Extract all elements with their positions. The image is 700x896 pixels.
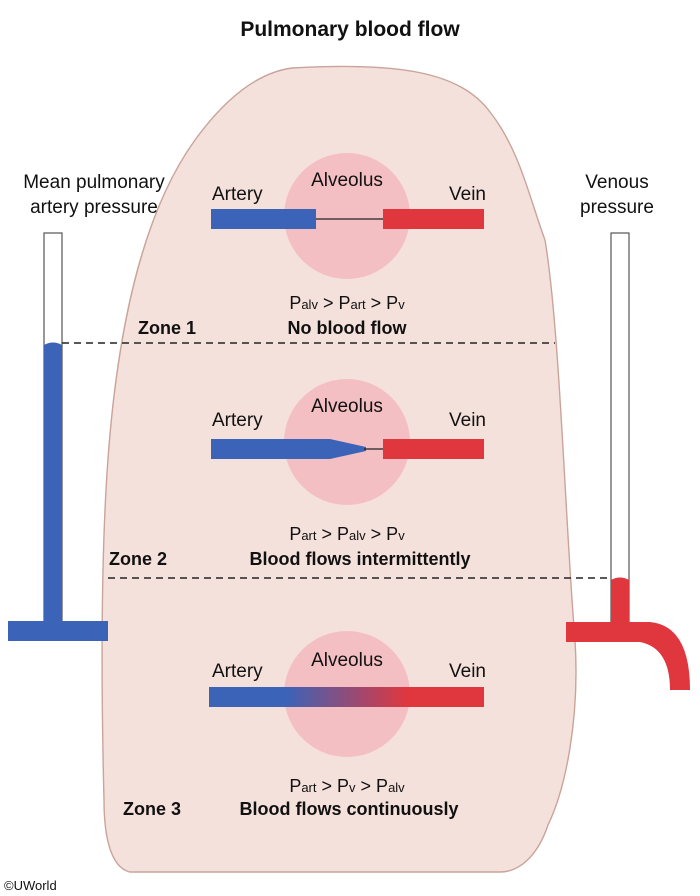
zone-3-group: Alveolus Artery Vein Part > Pv > Palv Zo… (123, 631, 486, 819)
zone-1-label: Zone 1 (138, 318, 196, 338)
pressure-operator: > (366, 524, 387, 544)
zone-2-label: Zone 2 (109, 549, 167, 569)
zone-1-pressure-relation: Palv > Part > Pv (289, 293, 405, 313)
right-vein-curve (566, 622, 690, 690)
right-blood-column (611, 577, 629, 633)
pressure-operator: > (317, 776, 338, 796)
zone-2-alveolus-label: Alveolus (311, 396, 383, 417)
zone-2-vein (383, 439, 484, 459)
zone-1-alveolus (284, 153, 410, 279)
left-tube-label-line2: artery pressure (30, 197, 158, 218)
pressure-subscript: v (398, 297, 405, 312)
zone-3-pressure-relation: Part > Pv > Palv (289, 776, 405, 796)
zone-2-alveolus (284, 379, 410, 505)
pressure-subscript: art (350, 297, 366, 312)
zone-3-vein-label: Vein (449, 661, 486, 682)
left-artery-horizontal (8, 621, 108, 641)
zone-1-flow-label: No blood flow (288, 318, 408, 338)
right-pressure-tube (610, 232, 630, 634)
right-tube-label-line2: pressure (580, 197, 654, 218)
zone-1-vein (383, 209, 484, 229)
zone-2-artery-label: Artery (212, 410, 263, 431)
left-blood-column (44, 342, 62, 633)
zone-1-artery (211, 209, 316, 229)
zone-2-pressure-relation: Part > Palv > Pv (289, 524, 405, 544)
pressure-symbol: P (289, 776, 301, 796)
zone-1-vein-label: Vein (449, 184, 486, 205)
pressure-subscript: alv (301, 297, 318, 312)
pressure-symbol: P (376, 776, 388, 796)
pressure-symbol: P (289, 524, 301, 544)
zone-1-group: Alveolus Artery Vein Palv > Part > Pv Zo… (138, 153, 486, 338)
left-tube-label-line1: Mean pulmonary (23, 172, 165, 193)
pressure-symbol: P (337, 776, 349, 796)
pressure-operator: > (366, 293, 387, 313)
pressure-subscript: alv (349, 528, 366, 543)
pressure-symbol: P (289, 293, 301, 313)
zone-1-alveolus-label: Alveolus (311, 170, 383, 191)
zone-2-narrowing-artery (211, 439, 366, 459)
pressure-operator: > (356, 776, 377, 796)
pressure-symbol: P (337, 524, 349, 544)
zone-2-group: Alveolus Artery Vein Part > Palv > Pv Zo… (109, 379, 486, 569)
pressure-symbol: P (386, 293, 398, 313)
pressure-subscript: art (301, 780, 317, 795)
pressure-symbol: P (338, 293, 350, 313)
pressure-subscript: v (398, 528, 405, 543)
zone-3-label: Zone 3 (123, 799, 181, 819)
zone-2-vein-label: Vein (449, 410, 486, 431)
pressure-operator: > (317, 524, 338, 544)
zone-2-flow-label: Blood flows intermittently (249, 549, 470, 569)
zone-1-artery-label: Artery (212, 184, 263, 205)
zone-3-artery-label: Artery (212, 661, 263, 682)
copyright-label: ©UWorld (4, 878, 57, 893)
diagram-title: Pulmonary blood flow (240, 18, 460, 41)
zone-3-flow-label: Blood flows continuously (240, 799, 459, 819)
pressure-subscript: alv (388, 780, 405, 795)
pressure-symbol: P (386, 524, 398, 544)
pressure-subscript: art (301, 528, 317, 543)
pressure-operator: > (318, 293, 339, 313)
zone-3-continuous-vessel (209, 687, 484, 707)
pressure-subscript: v (349, 780, 356, 795)
zone-3-alveolus-label: Alveolus (311, 650, 383, 671)
right-tube-label-line1: Venous (585, 172, 648, 193)
